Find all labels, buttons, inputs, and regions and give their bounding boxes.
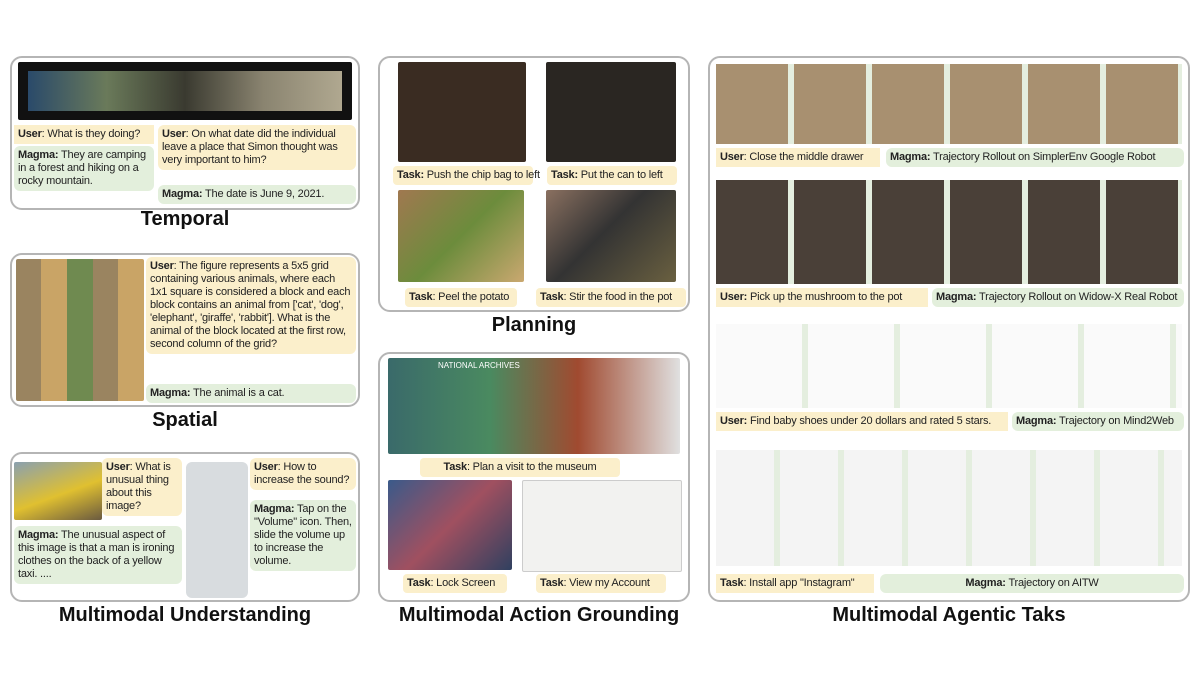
understanding-magma-a1: Magma: The unusual aspect of this image … (14, 526, 182, 584)
ipad-screenshot (388, 480, 512, 570)
control-center-screenshot (186, 462, 248, 598)
planning-task-3: Task: Stir the food in the pot (536, 288, 686, 307)
agentic-magma-0: Magma: Trajectory Rollout on SimplerEnv … (886, 148, 1184, 167)
grounding-task-2: Task: View my Account (536, 574, 666, 593)
grounding-task-1: Task: Lock Screen (403, 574, 507, 593)
understanding-user-q1: User: What is unusual thing about this i… (102, 458, 182, 516)
agentic-user-2: User: Find baby shoes under 20 dollars a… (716, 412, 1008, 431)
planning-image-potato (398, 190, 524, 282)
temporal-user-q2: User: On what date did the individual le… (158, 125, 356, 170)
site-name: NATIONAL ARCHIVES (438, 361, 520, 370)
planning-image-pot (546, 190, 676, 282)
spatial-magma-a: Magma: The animal is a cat. (146, 384, 356, 403)
agentic-magma-3: Magma: Trajectory on AITW (880, 574, 1184, 593)
temporal-magma-a1: Magma: They are camping in a forest and … (14, 146, 154, 191)
agentic-magma-2: Magma: Trajectory on Mind2Web (1012, 412, 1184, 431)
agentic-magma-1: Magma: Trajectory Rollout on Widow-X Rea… (932, 288, 1184, 307)
account-page-screenshot (522, 480, 682, 572)
planning-task-0: Task: Push the chip bag to left (393, 166, 540, 185)
understanding-user-q2: User: How to increase the sound? (250, 458, 356, 490)
simplerenv-section (716, 64, 1182, 144)
national-archives-screenshot: NATIONAL ARCHIVES (388, 358, 680, 454)
temporal-user-q1: User: What is they doing? (14, 125, 154, 144)
agentic-title: Multimodal Agentic Taks (832, 604, 1066, 626)
planning-image-chip-bag (398, 62, 526, 162)
taxi-image (14, 462, 102, 520)
agentic-panel (708, 56, 1190, 602)
grounding-task-0: Task: Plan a visit to the museum (420, 458, 620, 477)
temporal-title: Temporal (140, 208, 230, 230)
video-filmstrip (18, 62, 352, 120)
understanding-title: Multimodal Understanding (58, 604, 312, 626)
widowx-section (716, 180, 1182, 284)
planning-task-2: Task: Peel the potato (405, 288, 517, 307)
spatial-user-q: User: The figure represents a 5x5 grid c… (146, 257, 356, 354)
temporal-magma-a2: Magma: The date is June 9, 2021. (158, 185, 356, 204)
planning-title: Planning (491, 314, 577, 336)
aitw-section (716, 450, 1182, 566)
agentic-user-0: User: Close the middle drawer (716, 148, 880, 167)
agentic-user-1: User: Pick up the mushroom to the pot (716, 288, 928, 307)
agentic-user-3: Task: Install app "Instagram" (716, 574, 874, 593)
mind2web-section (716, 324, 1182, 408)
animal-grid-image (16, 259, 144, 401)
spatial-title: Spatial (152, 409, 218, 431)
grounding-title: Multimodal Action Grounding (398, 604, 680, 626)
planning-image-can (546, 62, 676, 162)
planning-task-1: Task: Put the can to left (547, 166, 677, 185)
understanding-magma-a2: Magma: Tap on the "Volume" icon. Then, s… (250, 500, 356, 571)
